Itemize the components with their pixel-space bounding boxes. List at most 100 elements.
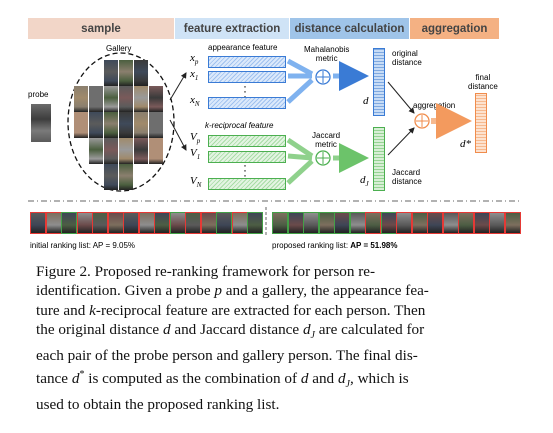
initial-rank-image: [169, 212, 186, 234]
kreciprocal-feature-label: k-reciprocal feature: [205, 121, 274, 130]
vn-label: VN: [190, 175, 202, 190]
gallery-person-image: [89, 112, 103, 138]
proposed-rank-image: [349, 212, 366, 234]
figure-caption: Figure 2. Proposed re-ranking framework …: [36, 262, 518, 414]
gallery-person-image: [119, 138, 133, 164]
final-distance-vector: [475, 93, 487, 153]
vp-feature-bar: [208, 135, 286, 147]
gallery-person-image: [104, 60, 118, 86]
jaccard-distance-vector: [373, 127, 385, 191]
caption-line-3: ture and k-reciprocal feature are extrac…: [36, 301, 426, 319]
proposed-ap-value: AP = 51.98%: [350, 241, 398, 250]
gallery-person-image: [74, 86, 88, 112]
proposed-rank-image: [272, 212, 288, 234]
initial-rank-image: [76, 212, 93, 234]
proposed-rank-image: [427, 212, 443, 234]
gallery-person-image: [134, 138, 148, 164]
initial-rank-image: [123, 212, 139, 234]
initial-rank-image: [200, 212, 217, 234]
dj-label: dJ: [360, 174, 369, 189]
vp-label: Vp: [190, 131, 201, 146]
xn-feature-bar: [208, 97, 286, 109]
xn-label: xN: [190, 94, 200, 109]
initial-rank-image: [154, 212, 170, 234]
original-distance-vector: [373, 48, 385, 116]
flow-arrows: [28, 58, 520, 237]
caption-line-7: used to obtain the proposed ranking list…: [36, 395, 280, 413]
initial-rank-image: [216, 212, 232, 234]
gallery-person-image: [134, 60, 148, 86]
gallery-label: Gallery: [106, 44, 132, 53]
gallery-person-image: [134, 86, 148, 112]
gallery-person-image: [119, 112, 133, 138]
aggregation-label: aggregation: [413, 101, 456, 110]
probe-label: probe: [28, 90, 49, 99]
gallery-person-image: [149, 112, 163, 138]
v1-feature-bar: [208, 151, 286, 163]
proposed-rank-image: [396, 212, 412, 234]
initial-rank-image: [107, 212, 124, 234]
gallery-person-image: [119, 60, 133, 86]
initial-rank-image: [45, 212, 62, 234]
gallery-person-image: [89, 86, 103, 112]
header-feature-extraction: feature extraction: [175, 18, 289, 39]
gallery-person-image: [74, 112, 88, 138]
header-aggregation: aggregation: [410, 18, 499, 39]
appearance-feature-label: appearance feature: [208, 43, 278, 52]
proposed-ranking-label: proposed ranking list: AP = 51.98%: [272, 241, 398, 250]
proposed-rank-image: [489, 212, 505, 234]
initial-rank-image: [138, 212, 155, 234]
vn-feature-bar: [208, 178, 286, 190]
initial-rank-image: [247, 212, 263, 234]
proposed-rank-image: [334, 212, 350, 234]
proposed-rank-image: [458, 212, 474, 234]
proposed-rank-image: [473, 212, 490, 234]
kreciprocal-ellipsis: ···: [243, 158, 247, 182]
caption-line-4: the original distance d and Jaccard dist…: [36, 321, 425, 342]
proposed-rank-image: [318, 212, 335, 234]
caption-line-6: tance d* is computed as the combination …: [36, 369, 409, 391]
probe-image: [31, 104, 51, 142]
dstar-label: d*: [460, 138, 471, 150]
gallery-person-image: [104, 164, 118, 190]
caption-line-2: identification. Given a probe p and a ga…: [36, 282, 429, 300]
initial-rank-image: [231, 212, 248, 234]
gallery-person-image: [104, 86, 118, 112]
v1-label: V1: [190, 147, 201, 162]
header-distance-calculation: distance calculation: [290, 18, 409, 39]
gallery-person-image: [104, 138, 118, 164]
initial-ranking-label: initial ranking list: AP = 9.05%: [30, 241, 136, 250]
header-sample: sample: [28, 18, 174, 39]
proposed-rank-image: [287, 212, 304, 234]
initial-rank-image: [185, 212, 201, 234]
proposed-rank-image: [303, 212, 319, 234]
d-label: d: [363, 95, 369, 107]
initial-rank-image: [30, 212, 46, 234]
gallery-person-image: [134, 112, 148, 138]
xp-label: xp: [190, 52, 199, 67]
caption-line-1: Figure 2. Proposed re-ranking framework …: [36, 263, 376, 280]
gallery-person-image: [149, 138, 163, 164]
xp-feature-bar: [208, 56, 286, 68]
appearance-ellipsis: ···: [243, 79, 247, 103]
proposed-rank-image: [504, 212, 521, 234]
gallery-person-image: [119, 86, 133, 112]
gallery-person-image: [89, 138, 103, 164]
proposed-rank-image: [380, 212, 397, 234]
proposed-rank-image: [411, 212, 428, 234]
x1-feature-bar: [208, 71, 286, 83]
x1-label: x1: [190, 68, 199, 83]
gallery-person-image: [119, 164, 133, 190]
figure-diagram: sample feature extraction distance calcu…: [28, 18, 521, 250]
proposed-rank-image: [442, 212, 459, 234]
gallery-person-image: [149, 86, 163, 112]
gallery-ellipse: [67, 52, 175, 192]
caption-line-5: each pair of the probe person and galler…: [36, 346, 418, 364]
initial-rank-image: [61, 212, 77, 234]
initial-rank-image: [92, 212, 108, 234]
